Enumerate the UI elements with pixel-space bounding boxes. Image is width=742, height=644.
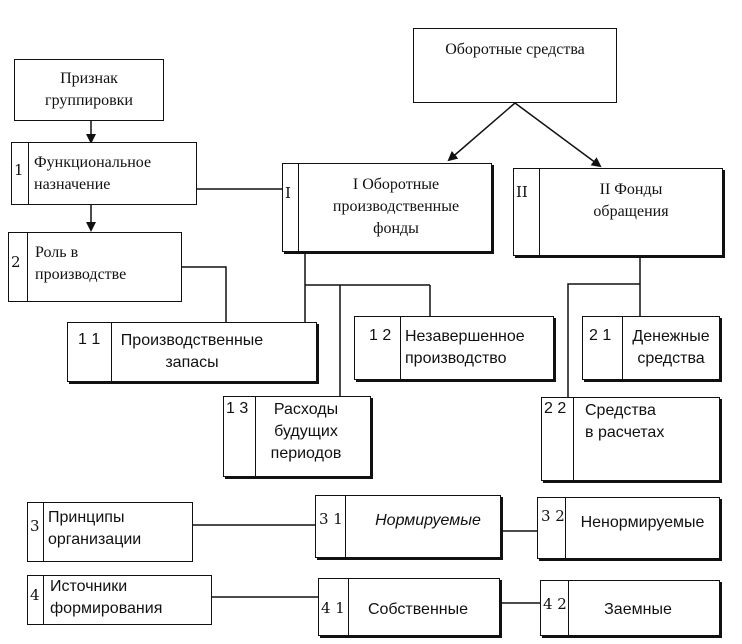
item-1-1-box: 1 1 Производственные запасы xyxy=(67,322,317,382)
item-2-2-box: 2 2 Средства в расчетах xyxy=(541,397,720,481)
item-3-2-label: Ненормируемые xyxy=(580,514,705,531)
item-4-2-label: Заемные xyxy=(604,601,672,618)
item-4-2-number: 4 2 xyxy=(541,581,569,635)
item-3-2-number: 3 2 xyxy=(538,498,566,558)
item-3-2-box: 3 2 Ненормируемые xyxy=(537,497,720,559)
item-2-1-label: Денежные средства xyxy=(632,328,710,367)
criterion-4-box: 4 Источники формирования xyxy=(27,575,212,625)
item-3-1-box: 3 1 Нормируемые xyxy=(315,495,501,558)
item-1-2-label: Незавершенное производство xyxy=(405,328,525,367)
criterion-2-number: 2 xyxy=(9,233,28,301)
root-box: Оборотные средства xyxy=(413,28,617,103)
item-4-1-label: Собственные xyxy=(367,601,469,618)
criterion-2-label: Роль в производстве xyxy=(35,244,127,283)
item-1-1-label: Производственные запасы xyxy=(120,332,264,371)
item-2-2-number: 2 2 xyxy=(542,398,574,480)
item-1-3-box: 1 3 Расходы будущих периодов xyxy=(223,396,371,477)
criterion-4-label: Источники формирования xyxy=(50,578,163,617)
group-2-label: II Фонды обращения xyxy=(593,181,669,220)
item-2-1-number: 2 1 xyxy=(583,317,623,379)
criterion-4-number: 4 xyxy=(28,576,44,624)
grouping-box: Признак группировки xyxy=(14,59,164,121)
group-1-label: I Оборотные производственные фонды xyxy=(332,176,460,237)
criterion-3-label: Принципы организации xyxy=(48,509,142,548)
item-4-1-number: 4 1 xyxy=(319,579,349,635)
item-1-2-box: 1 2 Незавершенное производство xyxy=(354,316,554,380)
criterion-3-box: 3 Принципы организации xyxy=(27,502,193,562)
item-2-1-box: 2 1 Денежные средства xyxy=(582,316,720,380)
root-label: Оборотные средства xyxy=(445,41,585,58)
group-2-number: II xyxy=(514,169,540,255)
criterion-2-box: 2 Роль в производстве xyxy=(8,232,182,302)
item-2-2-label: Средства в расчетах xyxy=(585,402,665,441)
item-4-2-box: 4 2 Заемные xyxy=(540,580,720,636)
criterion-1-number: 1 xyxy=(12,143,29,204)
item-1-2-number: 1 2 xyxy=(355,317,401,379)
group-1-box: I I Оборотные производственные фонды xyxy=(282,163,492,252)
criterion-1-label: Функциональное назначение xyxy=(34,154,152,193)
grouping-label: Признак группировки xyxy=(45,70,133,109)
group-1-number: I xyxy=(283,164,299,251)
item-3-1-number: 3 1 xyxy=(316,496,346,557)
item-4-1-box: 4 1 Собственные xyxy=(318,578,500,636)
criterion-3-number: 3 xyxy=(28,503,44,561)
criterion-1-box: 1 Функциональное назначение xyxy=(11,142,197,205)
item-1-3-label: Расходы будущих периодов xyxy=(270,401,342,462)
item-1-3-number: 1 3 xyxy=(224,397,256,476)
group-2-box: II II Фонды обращения xyxy=(513,168,723,256)
item-1-1-number: 1 1 xyxy=(68,323,112,381)
item-3-1-label: Нормируемые xyxy=(375,512,481,529)
